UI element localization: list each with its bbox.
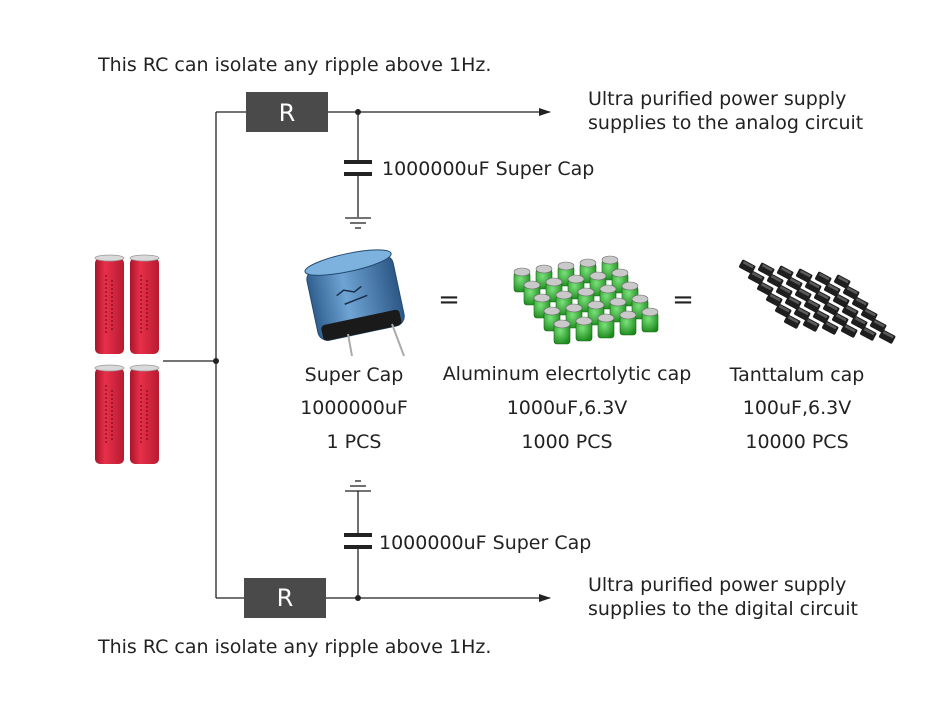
equals-sign-2: = bbox=[672, 285, 694, 315]
bottom-ripple-note: This RC can isolate any ripple above 1Hz… bbox=[97, 636, 491, 658]
top-resistor-label: R bbox=[279, 99, 296, 127]
digital-output-line2: supplies to the digital circuit bbox=[588, 598, 858, 620]
tantalum-name: Tanttalum cap bbox=[729, 364, 865, 386]
analog-output-line2: supplies to the analog circuit bbox=[588, 112, 863, 134]
top-capacitor bbox=[344, 112, 372, 217]
supercap-count: 1 PCS bbox=[327, 431, 382, 453]
digital-output-line1: Ultra purified power supply bbox=[588, 574, 846, 596]
bottom-ground-icon bbox=[345, 480, 371, 492]
electrolytic-spec: 1000uF,6.3V bbox=[507, 397, 628, 419]
equals-sign-1: = bbox=[438, 285, 460, 315]
top-ripple-note: This RC can isolate any ripple above 1Hz… bbox=[97, 54, 491, 76]
top-ground-icon bbox=[345, 217, 371, 229]
supercap-name: Super Cap bbox=[305, 364, 404, 386]
bottom-capacitor bbox=[344, 491, 372, 598]
bottom-capacitor-label: 1000000uF Super Cap bbox=[379, 532, 591, 554]
bottom-resistor: R bbox=[244, 578, 326, 618]
bus-junction-node bbox=[213, 358, 219, 364]
electrolytic-cap-array-icon bbox=[513, 255, 659, 345]
supercap-spec: 1000000uF bbox=[300, 397, 408, 419]
tantalum-cap-array-icon bbox=[739, 259, 896, 344]
tantalum-spec: 100uF,6.3V bbox=[743, 397, 852, 419]
tantalum-count: 10000 PCS bbox=[745, 431, 848, 453]
top-capacitor-label: 1000000uF Super Cap bbox=[382, 158, 594, 180]
top-resistor: R bbox=[246, 92, 328, 132]
analog-output-line1: Ultra purified power supply bbox=[588, 88, 846, 110]
electrolytic-name: Aluminum elecrtolytic cap bbox=[443, 363, 692, 385]
electrolytic-count: 1000 PCS bbox=[521, 431, 612, 453]
bottom-cap-junction-node bbox=[355, 595, 361, 601]
battery-pack-icon bbox=[94, 254, 160, 464]
super-cap-icon bbox=[304, 249, 405, 357]
bottom-resistor-label: R bbox=[277, 584, 294, 612]
